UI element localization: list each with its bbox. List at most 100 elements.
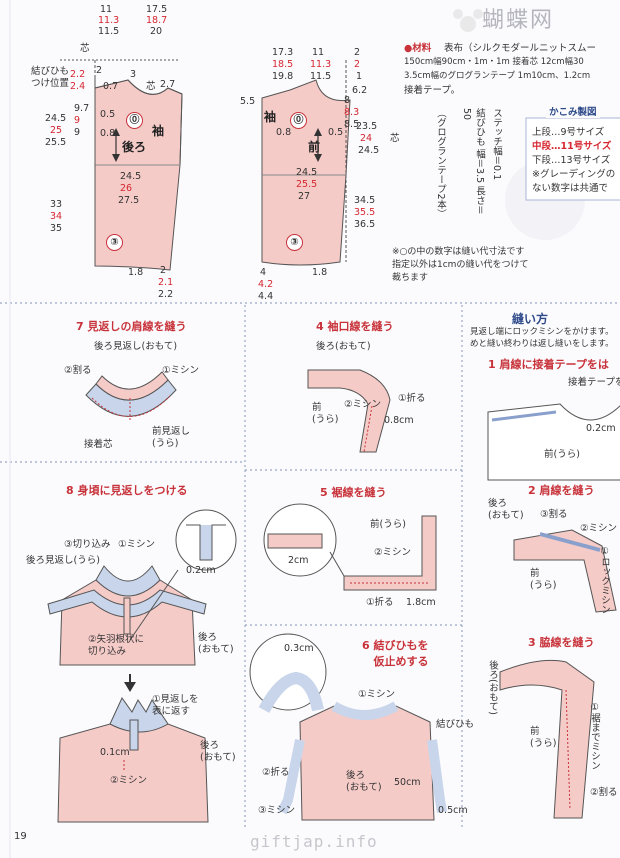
step2-label-lock: ①ロックミシン <box>599 546 610 614</box>
step3-label-press: ②割る <box>590 787 618 798</box>
back-left1-b: 2.4 <box>70 81 86 92</box>
step3-label-front: 前 (うら) <box>530 726 557 749</box>
back-bottom-a: 1.8 <box>128 267 144 278</box>
step6-label-03cm: 0.3cm <box>284 643 314 654</box>
front-shoulder-c: 8 <box>344 95 351 106</box>
front-len-c: 24.5 <box>358 145 380 156</box>
step6-label-50cm: 50cm <box>394 777 421 788</box>
back-pattern-piece <box>94 79 183 271</box>
sewing-title: 縫い方 <box>512 312 549 326</box>
step3-title: 3 脇線を縫う <box>528 636 595 649</box>
back-top-b3: 20 <box>150 26 163 37</box>
materials-note: ※○の中の数字は縫い代寸法です 指定以外は1cmの縫い代をつけて 裁ちます <box>392 247 529 283</box>
front-waist-c: 27 <box>298 191 311 202</box>
materials-stitch: ステッチ幅＝0.1 <box>491 108 502 181</box>
step8-attach-art <box>47 509 237 666</box>
step5-hem-art <box>263 503 437 591</box>
step8-label-turn: ①見返しを 表に返す <box>152 694 199 717</box>
materials-line-4: 接着テープ。 <box>404 85 461 96</box>
back-len-b: 25 <box>50 125 63 136</box>
materials-tape: （グログランテープ2本） <box>435 108 446 219</box>
step4-label-08cm: 0.8cm <box>384 415 414 426</box>
step8-label-01cm: 0.1cm <box>100 747 130 758</box>
front-top-b2: 11.3 <box>310 59 332 70</box>
front-top-a2: 18.5 <box>272 59 294 70</box>
step1-shoulder-art <box>487 403 620 481</box>
front-shoulder-e: 8.5 <box>344 119 360 130</box>
back-piece-number: ⓪ <box>126 112 143 129</box>
front-bottom-d: 4.4 <box>258 291 274 302</box>
back-waist-c: 27.5 <box>118 195 140 206</box>
step8-label-stitch2: ②ミシン <box>110 775 148 786</box>
step8-turned-art <box>57 697 209 823</box>
front-lower-number: ③ <box>286 234 303 251</box>
step8-title: 8 身頃に見返しをつける <box>66 484 188 497</box>
step6-label-stitch: ①ミシン <box>358 689 396 700</box>
front-shin: 芯 <box>390 133 400 144</box>
materials-line-3: 3.5cm幅のグログランテープ 1m10cm、1.2cm <box>404 71 591 81</box>
front-waist-a: 24.5 <box>296 167 318 178</box>
front-shoulder-a: 5.5 <box>240 96 256 107</box>
sizes-box-frame <box>525 117 620 201</box>
back-long-a: 33 <box>50 199 63 210</box>
step1-label-tape: 接着テープを <box>568 377 620 388</box>
step6-tie-art <box>249 633 447 821</box>
step3-label-back: 後ろ(おもて) <box>487 660 498 715</box>
back-top-a1: 11 <box>100 4 113 15</box>
step4-label-stitch: ②ミシン <box>344 399 382 410</box>
back-small-b: 0.5 <box>100 109 116 120</box>
step8-label-notch: ③切り込み <box>64 539 111 550</box>
front-top-a1: 17.3 <box>272 47 294 58</box>
step4-armhole-art <box>307 369 391 453</box>
front-long-b: 35.5 <box>354 207 376 218</box>
front-small-a: 0.8 <box>276 127 292 138</box>
step4-title: 4 袖口線を縫う <box>316 320 394 333</box>
step1-title: 1 肩線に接着テープをは <box>488 358 609 371</box>
back-len-a: 24.5 <box>45 113 67 124</box>
back-shin-2: 芯 <box>146 81 156 92</box>
step4-label-back: 後ろ(おもて) <box>316 341 371 352</box>
front-top-b3: 11.5 <box>310 71 332 82</box>
step7-label-stitch: ①ミシン <box>162 365 200 376</box>
sizes-row-4: ※グレーディングの <box>532 169 616 180</box>
step4-label-fold: ①折る <box>398 393 426 404</box>
back-lower-number: ③ <box>106 234 123 251</box>
step7-label-front-facing: 前見返し (うら) <box>152 426 191 449</box>
step6-title: 6 結びひもを 仮止めする <box>362 639 429 668</box>
down-arrow-icon <box>124 682 136 692</box>
back-top-a2: 11.3 <box>98 15 120 26</box>
step5-label-2cm: 2cm <box>288 555 309 566</box>
front-shoulder-b: 6.2 <box>352 85 368 96</box>
back-small-a: 0.8 <box>100 128 116 139</box>
back-shin: 芯 <box>80 43 90 54</box>
step2-label-stitch: ②ミシン <box>580 523 618 534</box>
sizes-row-1: 上段…9号サイズ <box>532 127 605 138</box>
site-watermark: giftjap.info <box>250 832 378 851</box>
materials-tie: 結びひも 幅＝3.5 長さ＝50 <box>461 108 485 215</box>
back-long-c: 35 <box>50 223 63 234</box>
materials-line-2: 150cm幅90cm・1m・1m 接着芯 12cm幅30 <box>404 57 584 67</box>
step6-label-fold: ②折る <box>262 767 290 778</box>
step8-label-02cm: 0.2cm <box>186 565 216 576</box>
watermark-flower-icon <box>453 9 483 32</box>
front-small-b: 0.5 <box>328 127 344 138</box>
front-shoulder-d: 8.3 <box>344 107 360 118</box>
front-top-c2: 2 <box>354 59 361 70</box>
front-long-c: 36.5 <box>354 219 376 230</box>
step8-label-arrow-cut: ②矢羽根状に 切り込み <box>88 634 145 657</box>
front-top-c1: 2 <box>354 47 361 58</box>
sizes-row-2: 中段…11号サイズ <box>532 141 612 152</box>
back-left1-a: 2.2 <box>70 69 86 80</box>
sizes-row-5: ない数字は共通で <box>532 183 609 194</box>
step8-label-stitch: ①ミシン <box>118 539 156 550</box>
step5-label-stitch: ②ミシン <box>374 547 412 558</box>
back-attach-label: 結びひも つけ位置 <box>31 66 70 89</box>
front-bottom-a: 4 <box>260 267 267 278</box>
step8-label-back-right: 後ろ (おもて) <box>198 632 234 655</box>
back-long-b: 34 <box>50 211 63 222</box>
step6-label-05cm: 0.5cm <box>438 805 468 816</box>
step2-title: 2 肩線を縫う <box>528 484 595 497</box>
back-top-b1: 17.5 <box>146 4 168 15</box>
front-long-a: 34.5 <box>354 195 376 206</box>
step2-label-front: 前 (うら) <box>530 568 557 591</box>
